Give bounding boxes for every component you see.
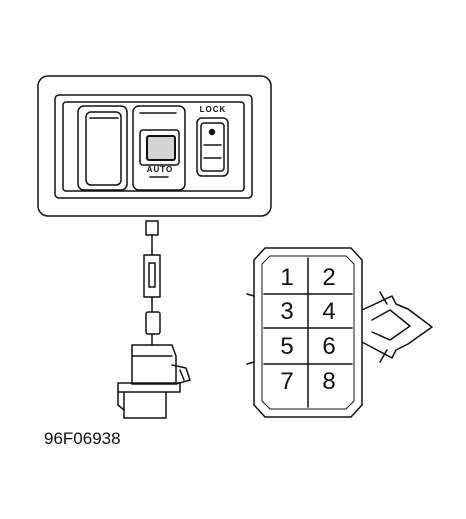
pin-2: 2 <box>322 264 335 291</box>
figure-reference: 96F06938 <box>44 429 121 448</box>
pin-6: 6 <box>322 333 335 360</box>
harness-sleeve <box>145 311 161 335</box>
connector-face <box>246 247 363 418</box>
window-switch-assembly: AUTO LOCK <box>37 75 272 217</box>
pin-8: 8 <box>322 368 335 395</box>
harness-connector-plug <box>117 344 191 419</box>
auto-window-switch <box>132 105 186 191</box>
pin-1: 1 <box>280 264 293 291</box>
switch-outer-bezel <box>37 75 272 217</box>
harness-grommet <box>145 220 159 236</box>
pin-4: 4 <box>322 298 335 325</box>
lock-indicator-dot <box>208 128 216 136</box>
lock-switch <box>196 117 229 177</box>
pin-5: 5 <box>280 333 293 360</box>
harness-clip <box>143 254 161 298</box>
connector-outline <box>253 247 363 418</box>
pin-3: 3 <box>280 298 293 325</box>
connector-latch <box>361 291 433 363</box>
switch-inner-bezel <box>54 94 253 199</box>
switch-panel <box>62 101 245 192</box>
lock-label: LOCK <box>200 105 227 114</box>
wiring-harness <box>143 220 161 346</box>
auto-label: AUTO <box>147 165 174 174</box>
pin-7: 7 <box>280 368 293 395</box>
left-window-switch <box>77 105 128 191</box>
